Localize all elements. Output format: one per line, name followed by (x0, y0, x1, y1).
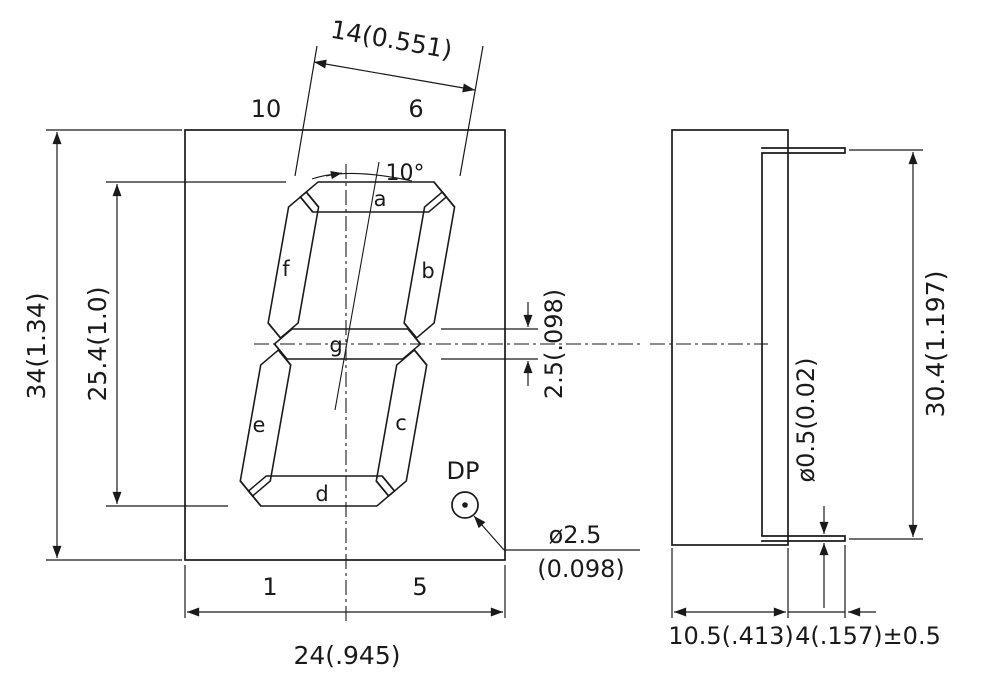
side-body-outline (671, 129, 789, 546)
extension-line (459, 45, 484, 177)
segment-a-label: a (374, 187, 387, 211)
pin-1-label: 1 (262, 573, 277, 601)
dim-pin-protrusion-label: 4(.157)±0.5 (795, 622, 941, 650)
side-view: 30.4(1.197) ø0.5(0.02) 10.5(.413) 4(.157… (650, 129, 950, 650)
dp-diameter-inch-label: (0.098) (537, 555, 624, 583)
angle-arc (311, 172, 413, 182)
dim-pin-row-spacing-label: 30.4(1.197) (921, 271, 950, 418)
pin-6-label: 6 (408, 95, 423, 123)
dp-label: DP (447, 457, 480, 485)
dim-body-depth-label: 10.5(.413) (668, 622, 794, 650)
digit (239, 181, 456, 507)
segment-d-label: d (315, 482, 328, 506)
dim-digit-width-label: 14(0.551) (328, 15, 454, 65)
package-outline-front (184, 129, 506, 561)
dim-digit-height-label: 25.4(1.0) (83, 287, 112, 402)
dp-center-dot (462, 502, 468, 508)
dim-overall-width-label: 24(.945) (294, 641, 401, 670)
dp-diameter-label: ø2.5 (549, 521, 602, 549)
segment-f-shape (267, 190, 320, 340)
bottom-pin (761, 535, 846, 542)
dim-pin-diameter-label: ø0.5(0.02) (792, 357, 820, 482)
top-pin (761, 147, 846, 154)
pin-5-label: 5 (412, 573, 427, 601)
extension-line (294, 45, 318, 177)
segment-e-label: e (253, 413, 266, 437)
dp-circle (451, 491, 479, 519)
segment-c-label: c (395, 411, 407, 435)
segment-e-shape (239, 348, 292, 498)
segment-g-label: g (329, 333, 342, 357)
dp-leader-line (473, 515, 505, 551)
angle-arc-arrow (325, 171, 343, 180)
dim-segment-thickness-label: 2.5(.098) (540, 289, 568, 399)
pin-10-label: 10 (251, 95, 282, 123)
segment-b-label: b (421, 259, 434, 283)
dim-overall-height-label: 34(1.34) (22, 293, 51, 400)
dimension-line-digit-width (313, 59, 476, 93)
segment-d-shape (247, 475, 396, 507)
slant-axis-line (334, 161, 380, 411)
segment-f-label: f (282, 257, 290, 281)
front-view: 10° a f b g e c d 10 6 1 5 34(1.34) (22, 15, 642, 670)
